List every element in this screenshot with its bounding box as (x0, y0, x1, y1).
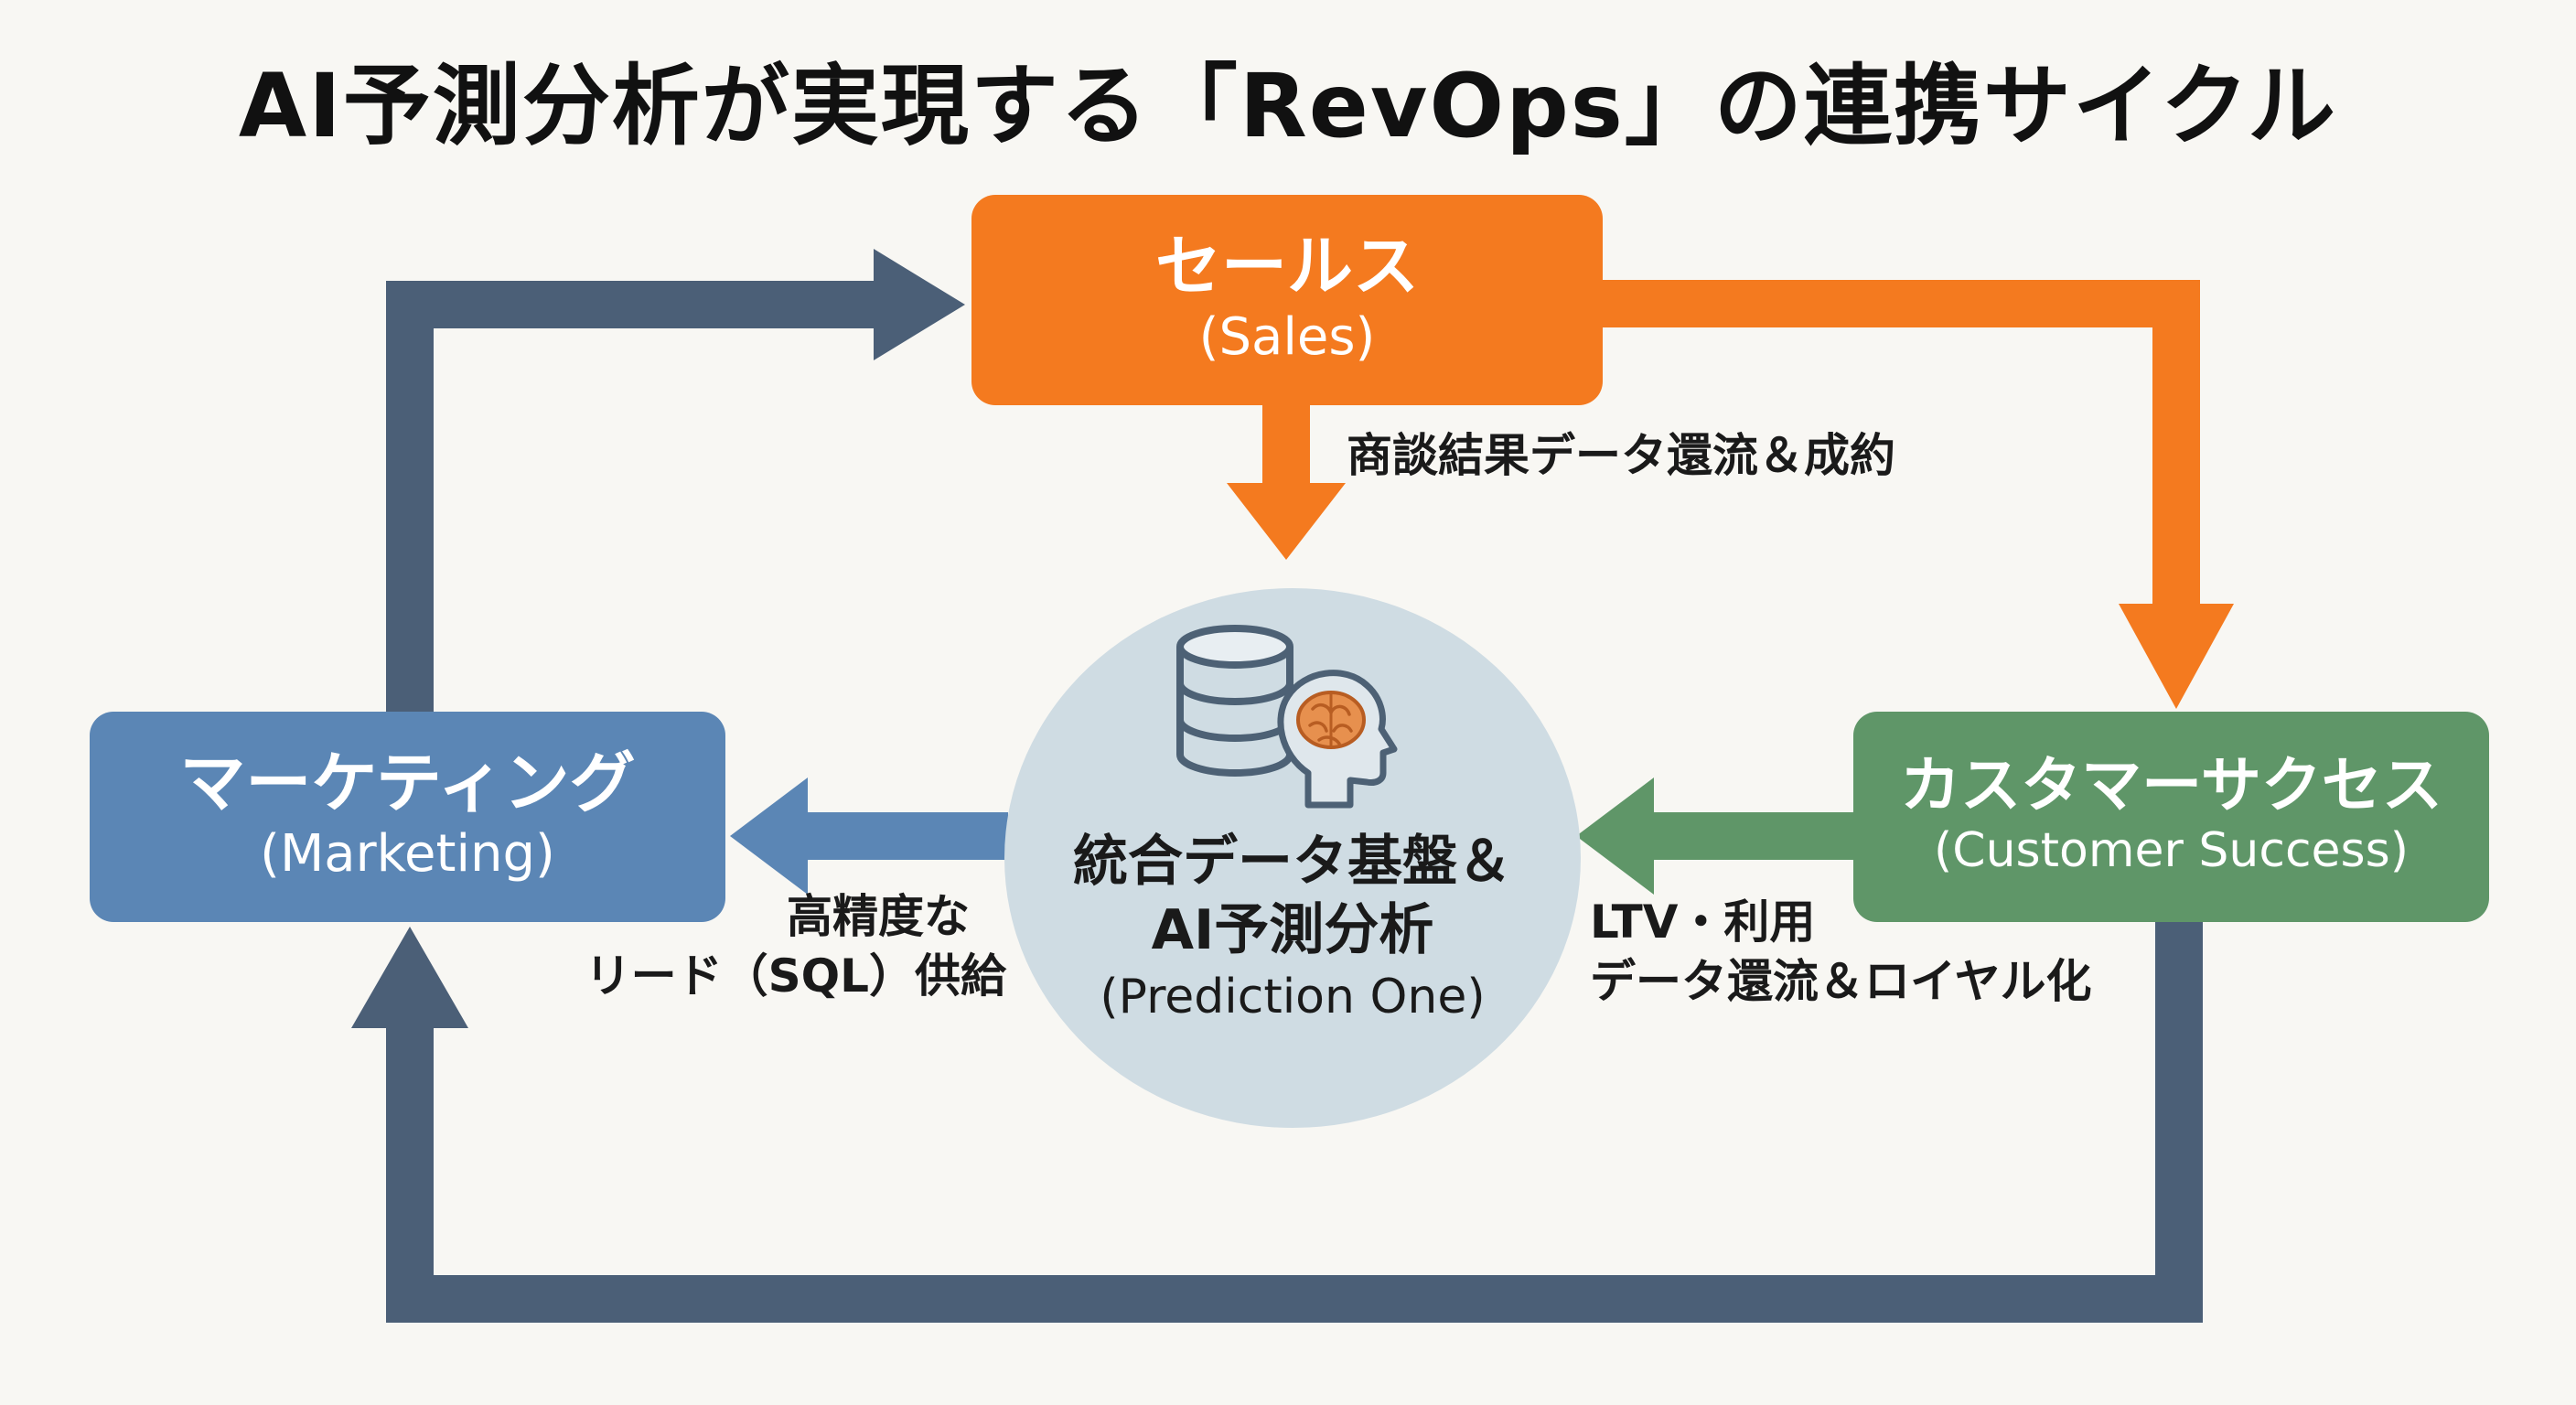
arrow-sales-to-cs (1601, 280, 2234, 709)
arrow-cs-to-hub (1576, 778, 1857, 895)
customer-success-sublabel: (Customer Success) (1933, 823, 2409, 879)
edge-label-sales-to-hub: 商談結果データ還流＆成約 (1347, 429, 1895, 482)
edge-label-hub-to-marketing: 高精度な リード（SQL）供給 (512, 887, 1006, 1006)
edge-label-hub-to-marketing-line-2: リード（SQL）供給 (585, 949, 1006, 1003)
brain-head-icon (1277, 670, 1398, 809)
marketing-node: マーケティング (Marketing) (90, 712, 725, 922)
marketing-label: マーケティング (179, 745, 636, 822)
diagram-title: AI予測分析が実現する「RevOps」の連携サイクル (238, 55, 2338, 157)
hub-text: 統合データ基盤＆ AI予測分析 (Prediction One) (1004, 828, 1581, 1029)
edge-label-cs-to-hub-line-1: LTV・利用 (1590, 896, 1816, 949)
customer-success-node: カスタマーサクセス (Customer Success) (1853, 712, 2489, 922)
sales-sublabel: (Sales) (1198, 307, 1376, 367)
sales-node: セールス (Sales) (971, 195, 1603, 405)
arrow-sales-to-hub (1227, 403, 1346, 560)
sales-label: セールス (1154, 228, 1419, 306)
customer-success-label: カスタマーサクセス (1900, 750, 2442, 821)
edge-label-cs-to-hub: LTV・利用 データ還流＆ロイヤル化 (1590, 893, 2092, 1012)
hub-line-3: (Prediction One) (1100, 970, 1486, 1024)
arrow-marketing-to-sales (386, 249, 965, 714)
hub-line-2: AI予測分析 (1151, 898, 1434, 962)
hub-line-1: 統合データ基盤＆ (1073, 830, 1512, 894)
edge-label-cs-to-hub-line-2: データ還流＆ロイヤル化 (1590, 955, 2092, 1008)
database-icon (1176, 625, 1293, 777)
hub-icon-group (1176, 625, 1398, 809)
arrow-cs-to-marketing (351, 920, 2203, 1323)
marketing-sublabel: (Marketing) (260, 824, 555, 884)
edge-label-hub-to-marketing-line-1: 高精度な (787, 890, 970, 943)
arrow-hub-to-marketing (730, 778, 1008, 895)
